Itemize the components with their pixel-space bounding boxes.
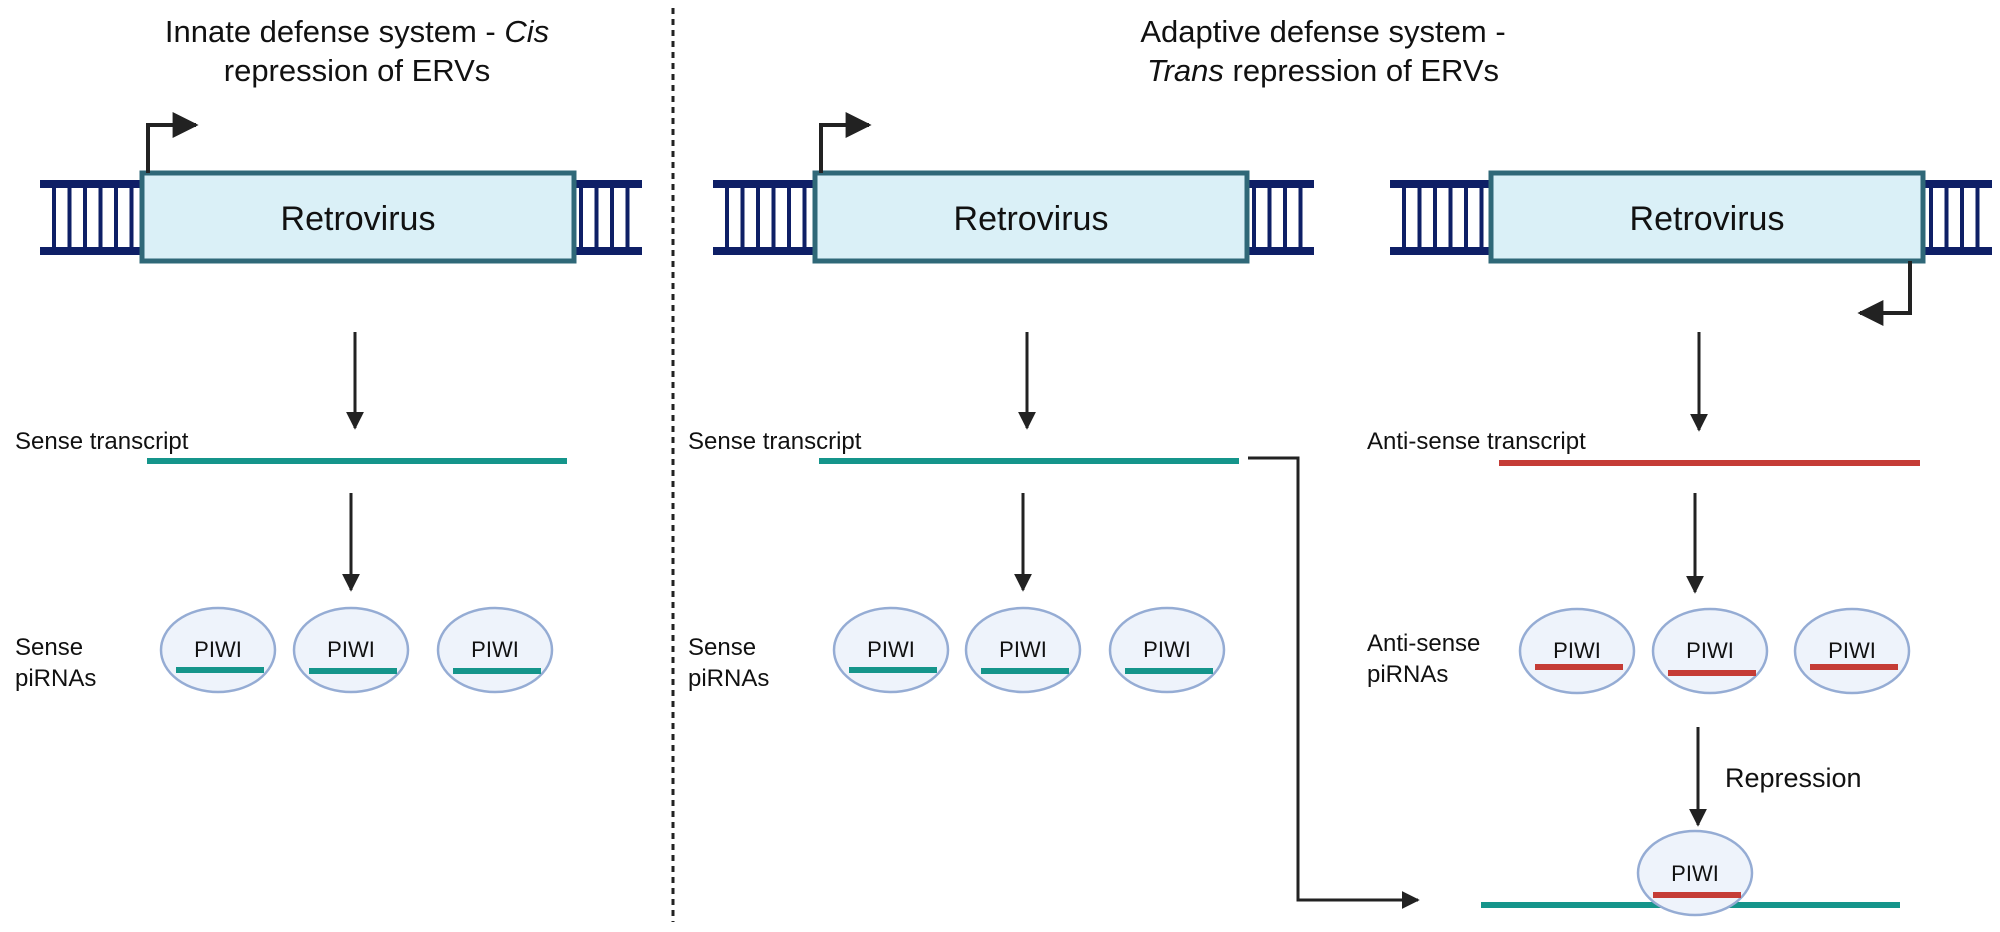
retrovirus-label-left: Retrovirus (281, 200, 436, 238)
sense-to-target-connector (1248, 456, 1420, 909)
piwi-complex: PIWI (1651, 607, 1769, 695)
promoter-arrow-middle (819, 112, 872, 173)
piwi-complex: PIWI (1793, 607, 1911, 695)
retrovirus-box-left (139, 170, 577, 264)
retrovirus-box-middle (812, 170, 1250, 264)
piwi-complex: PIWI (159, 606, 277, 694)
piwi-complex: PIWI (292, 606, 410, 694)
sense-transcript-label-left: Sense transcript (15, 428, 189, 455)
left-title-line2: repression of ERVs (224, 53, 491, 88)
piwi-complex: PIWI (964, 606, 1082, 694)
promoter-arrow-right-antisense (1857, 261, 1912, 326)
right-title-line2: Trans repression of ERVs (1147, 53, 1499, 88)
bound-piwi-complex: PIWI (1636, 829, 1754, 917)
piwi-complex: PIWI (436, 606, 554, 694)
svg-text:PIWI: PIWI (1671, 861, 1719, 886)
svg-text:PIWI: PIWI (1143, 637, 1191, 662)
svg-text:PIWI: PIWI (867, 637, 915, 662)
svg-text:PIWI: PIWI (1686, 638, 1734, 663)
piwi-complex: PIWI (832, 606, 950, 694)
sense-transcript-label-middle: Sense transcript (688, 428, 862, 455)
right-title-line1: Adaptive defense system - (1140, 14, 1505, 49)
retrovirus-label-middle: Retrovirus (954, 200, 1109, 238)
left-title-line1: Innate defense system - Cis (165, 14, 549, 49)
retrovirus-label-right: Retrovirus (1630, 200, 1785, 238)
svg-text:PIWI: PIWI (327, 637, 375, 662)
promoter-arrow-left (146, 112, 199, 173)
svg-text:PIWI: PIWI (471, 637, 519, 662)
svg-text:PIWI: PIWI (194, 637, 242, 662)
antisense-transcript-label: Anti-sense transcript (1367, 428, 1586, 455)
piwi-complex: PIWI (1108, 606, 1226, 694)
repression-label: Repression (1725, 763, 1862, 793)
svg-text:PIWI: PIWI (1553, 638, 1601, 663)
svg-text:PIWI: PIWI (1828, 638, 1876, 663)
svg-text:PIWI: PIWI (999, 637, 1047, 662)
piwi-complex: PIWI (1518, 607, 1636, 695)
retrovirus-box-right (1488, 170, 1926, 264)
